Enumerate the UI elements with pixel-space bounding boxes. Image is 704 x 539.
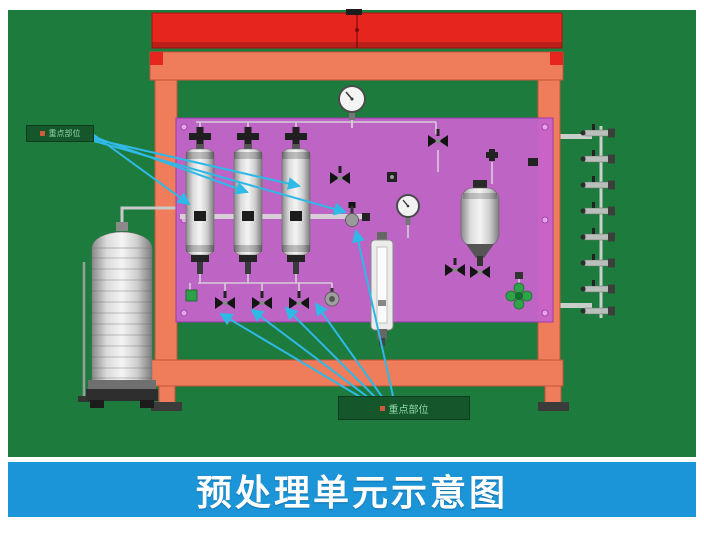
label-bullet-icon [39, 131, 45, 136]
needle-valve [345, 202, 370, 227]
green-block [185, 289, 198, 302]
caption-text: 预处理单元示意图 [195, 471, 508, 513]
green-cross-valve [505, 282, 533, 310]
valve-accumulator-drain [470, 266, 490, 278]
pressure-gauge-top [338, 85, 366, 128]
valve-bottom-1 [215, 291, 235, 309]
key-area-label-top-text: 重点部位 [48, 129, 81, 138]
top-beam [151, 9, 563, 49]
sample-manifold [556, 124, 615, 318]
valve-mid-left [330, 166, 350, 184]
label-bullet-icon [379, 405, 385, 411]
main-cross-pipe [180, 214, 366, 219]
beam-top-fitting [346, 9, 362, 15]
annotation-arrows [93, 134, 394, 399]
filter-column-2 [233, 127, 263, 274]
valve-bottom-2 [252, 291, 272, 309]
bowtie-valves [215, 129, 490, 309]
filter-column-1 [185, 127, 215, 274]
key-area-label-top: 重点部位 [26, 125, 94, 142]
small-fittings [185, 149, 538, 307]
valve-right-low [445, 258, 465, 276]
valve-bottom-3 [289, 291, 309, 309]
pressure-gauge-mid [396, 194, 420, 225]
support-frame [149, 51, 569, 411]
key-area-label-bottom-text: 重点部位 [388, 404, 429, 416]
valve-top-right [428, 129, 448, 147]
caption-banner: 预处理单元示意图 [8, 462, 696, 517]
storage-tank [78, 206, 176, 408]
key-area-label-bottom: 重点部位 [338, 396, 470, 420]
accumulator-vessel [460, 180, 500, 266]
flow-meter [370, 232, 394, 346]
regulator [324, 288, 340, 307]
